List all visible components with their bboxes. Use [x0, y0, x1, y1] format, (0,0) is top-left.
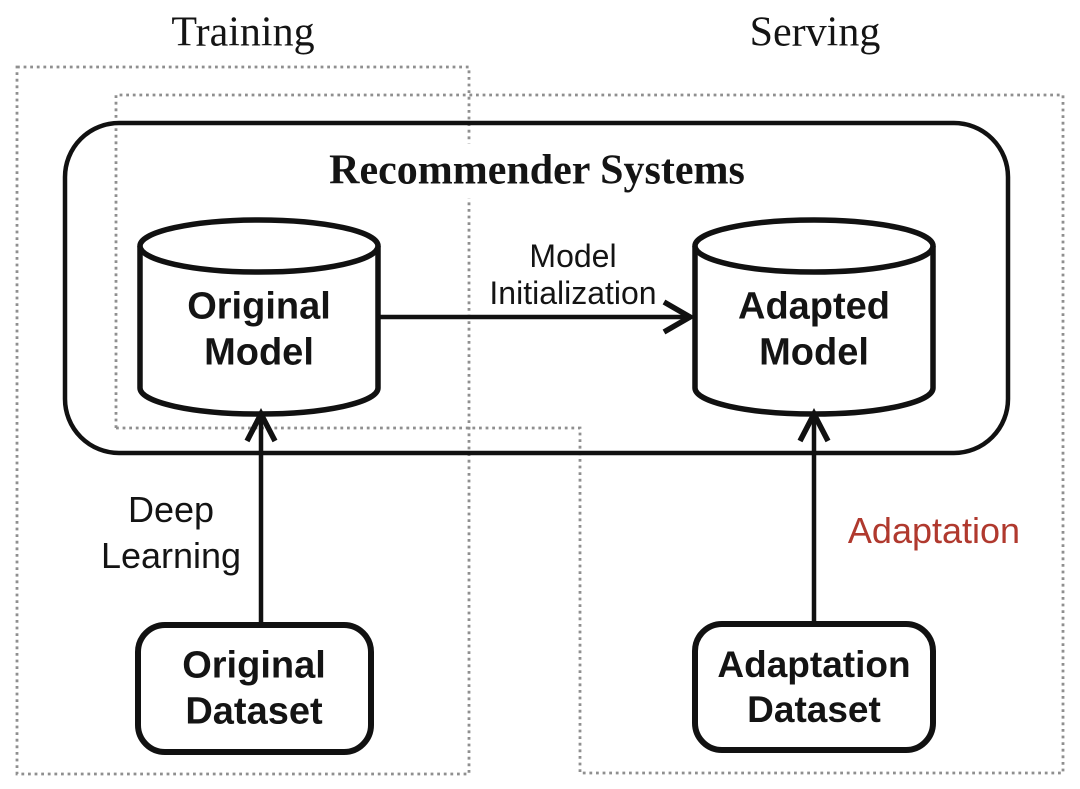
- adaptation-arrow: [797, 408, 831, 624]
- deep-learning-arrow: [244, 408, 278, 625]
- deep-learning-label: Deep Learning: [100, 488, 242, 576]
- training-region-label: Training: [171, 9, 315, 56]
- original-dataset-label: Original Dataset: [182, 644, 326, 733]
- adapted-model-cylinder-top: [692, 217, 936, 275]
- adaptation-edge-label: Adaptation: [847, 509, 1021, 551]
- serving-region-label: Serving: [749, 9, 881, 56]
- adapted-model-label: Adapted Model: [738, 285, 890, 374]
- training-region-outline: [15, 65, 471, 776]
- adaptation-dataset-label: Adaptation Dataset: [717, 643, 911, 730]
- model-initialization-arrowhead: [662, 299, 696, 335]
- original-model-label: Original Model: [187, 285, 331, 374]
- deep-learning-arrowhead: [244, 408, 278, 443]
- recommender-systems-title: Recommender Systems: [317, 143, 757, 199]
- original-model-cylinder-top: [137, 217, 381, 275]
- serving-region-outline: [114, 93, 1065, 775]
- adaptation-arrowhead: [797, 408, 831, 443]
- model-initialization-arrow: [378, 299, 696, 335]
- original-dataset-box: [135, 622, 374, 755]
- model-initialization-label: Model Initialization: [483, 237, 663, 313]
- recommender-systems-box: [62, 120, 1011, 456]
